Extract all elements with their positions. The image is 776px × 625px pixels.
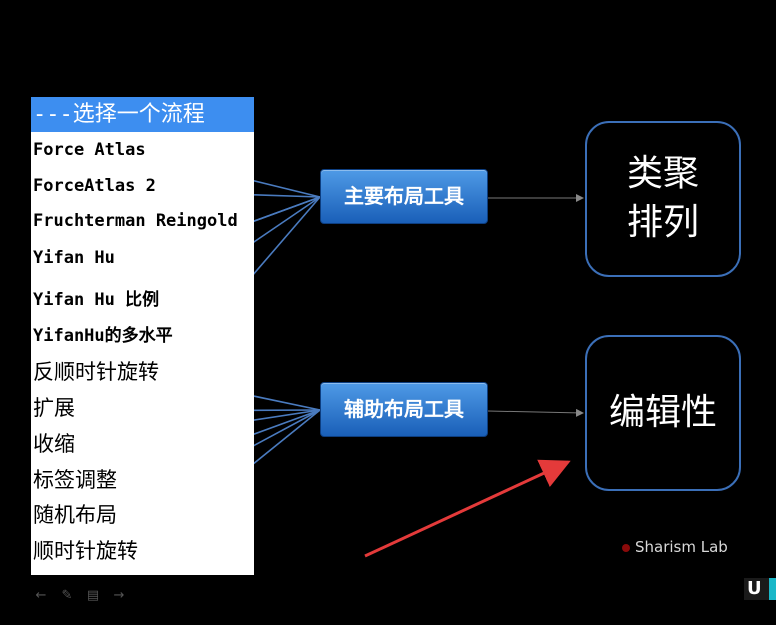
corner-logo: U xyxy=(744,578,776,600)
arrow-aux-to-edit xyxy=(487,408,584,417)
pen-icon[interactable]: ✎ xyxy=(61,588,73,603)
list-item-fruchterman-reingold[interactable]: Fruchterman Reingold xyxy=(33,211,238,231)
list-item-contract[interactable]: 收缩 xyxy=(33,432,75,456)
result-edit-label: 编辑性 xyxy=(608,391,717,433)
result-cluster-box: 类聚 排列 xyxy=(585,121,741,277)
list-item-expand[interactable]: 扩展 xyxy=(33,396,75,420)
list-item-random-layout[interactable]: 随机布局 xyxy=(33,503,117,527)
corner-logo-accent xyxy=(769,578,776,600)
annotation-arrow xyxy=(364,459,571,558)
main-layout-tool-box: 主要布局工具 xyxy=(320,169,488,224)
list-item-yifanhu-multilevel[interactable]: YifanHu的多水平 xyxy=(33,326,173,346)
list-item-ccw-rotate[interactable]: 反顺时针旋转 xyxy=(33,360,159,384)
list-item-forceatlas2[interactable]: ForceAtlas 2 xyxy=(33,176,156,196)
result-cluster-label: 类聚 排列 xyxy=(626,153,699,243)
list-items: Force Atlas ForceAtlas 2 Fruchterman Rei… xyxy=(31,132,254,575)
watermark-text: Sharism Lab xyxy=(635,538,728,556)
slide-controls: ← ✎ ▤ → xyxy=(34,588,126,603)
list-item-yifan-hu[interactable]: Yifan Hu xyxy=(33,248,115,268)
corner-logo-text: U xyxy=(747,578,762,599)
watermark-dot-icon xyxy=(622,543,630,552)
menu-icon[interactable]: ▤ xyxy=(86,588,100,603)
watermark: Sharism Lab xyxy=(622,538,728,556)
list-item-force-atlas[interactable]: Force Atlas xyxy=(33,140,146,160)
list-item-label-adjust[interactable]: 标签调整 xyxy=(33,468,117,492)
prev-arrow-icon[interactable]: ← xyxy=(35,588,47,603)
list-item-yifan-hu-ratio[interactable]: Yifan Hu 比例 xyxy=(33,290,160,310)
aux-layout-tool-box: 辅助布局工具 xyxy=(320,382,488,437)
result-edit-box: 编辑性 xyxy=(585,335,741,491)
list-item-cw-rotate[interactable]: 顺时针旋转 xyxy=(33,539,138,563)
list-header[interactable]: ---选择一个流程 xyxy=(31,97,254,132)
next-arrow-icon[interactable]: → xyxy=(113,588,125,603)
layout-list-panel: ---选择一个流程 Force Atlas ForceAtlas 2 Fruch… xyxy=(31,97,254,575)
